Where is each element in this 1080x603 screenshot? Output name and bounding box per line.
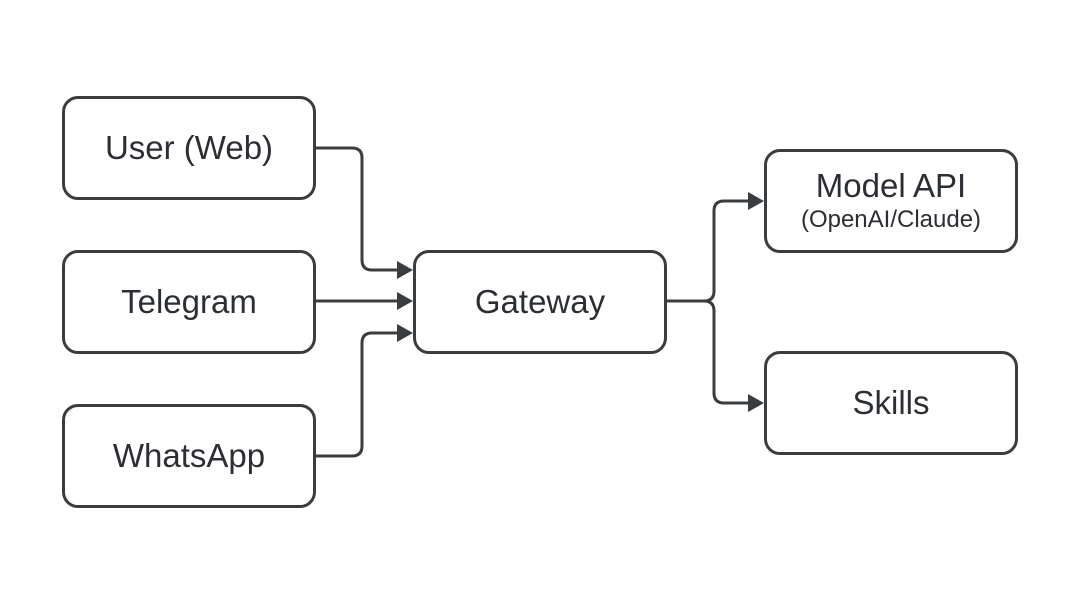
arrowhead-whatsapp: [397, 324, 413, 342]
arrowhead-user-web: [397, 261, 413, 279]
arrowhead-skills: [748, 394, 764, 412]
edge-whatsapp-to-gateway: [316, 331, 399, 458]
edge-gateway-to-model-api: [667, 199, 750, 303]
node-model-api: Model API (OpenAI/Claude): [764, 149, 1018, 253]
edge-gateway-to-skills: [703, 299, 750, 405]
node-gateway-label: Gateway: [474, 283, 606, 320]
node-user-web: User (Web): [62, 96, 316, 200]
node-skills: Skills: [764, 351, 1018, 455]
node-model-api-label: Model API: [815, 167, 967, 204]
arrowhead-telegram: [397, 292, 413, 310]
node-gateway: Gateway: [413, 250, 667, 354]
node-skills-label: Skills: [852, 384, 930, 421]
node-model-api-sublabel: (OpenAI/Claude): [800, 206, 982, 233]
node-telegram-label: Telegram: [121, 283, 257, 320]
node-telegram: Telegram: [62, 250, 316, 354]
edge-user-web-to-gateway: [316, 146, 399, 272]
node-whatsapp-label: WhatsApp: [112, 437, 266, 474]
arrowhead-model-api: [748, 192, 764, 210]
node-user-web-label: User (Web): [104, 129, 274, 166]
node-whatsapp: WhatsApp: [62, 404, 316, 508]
